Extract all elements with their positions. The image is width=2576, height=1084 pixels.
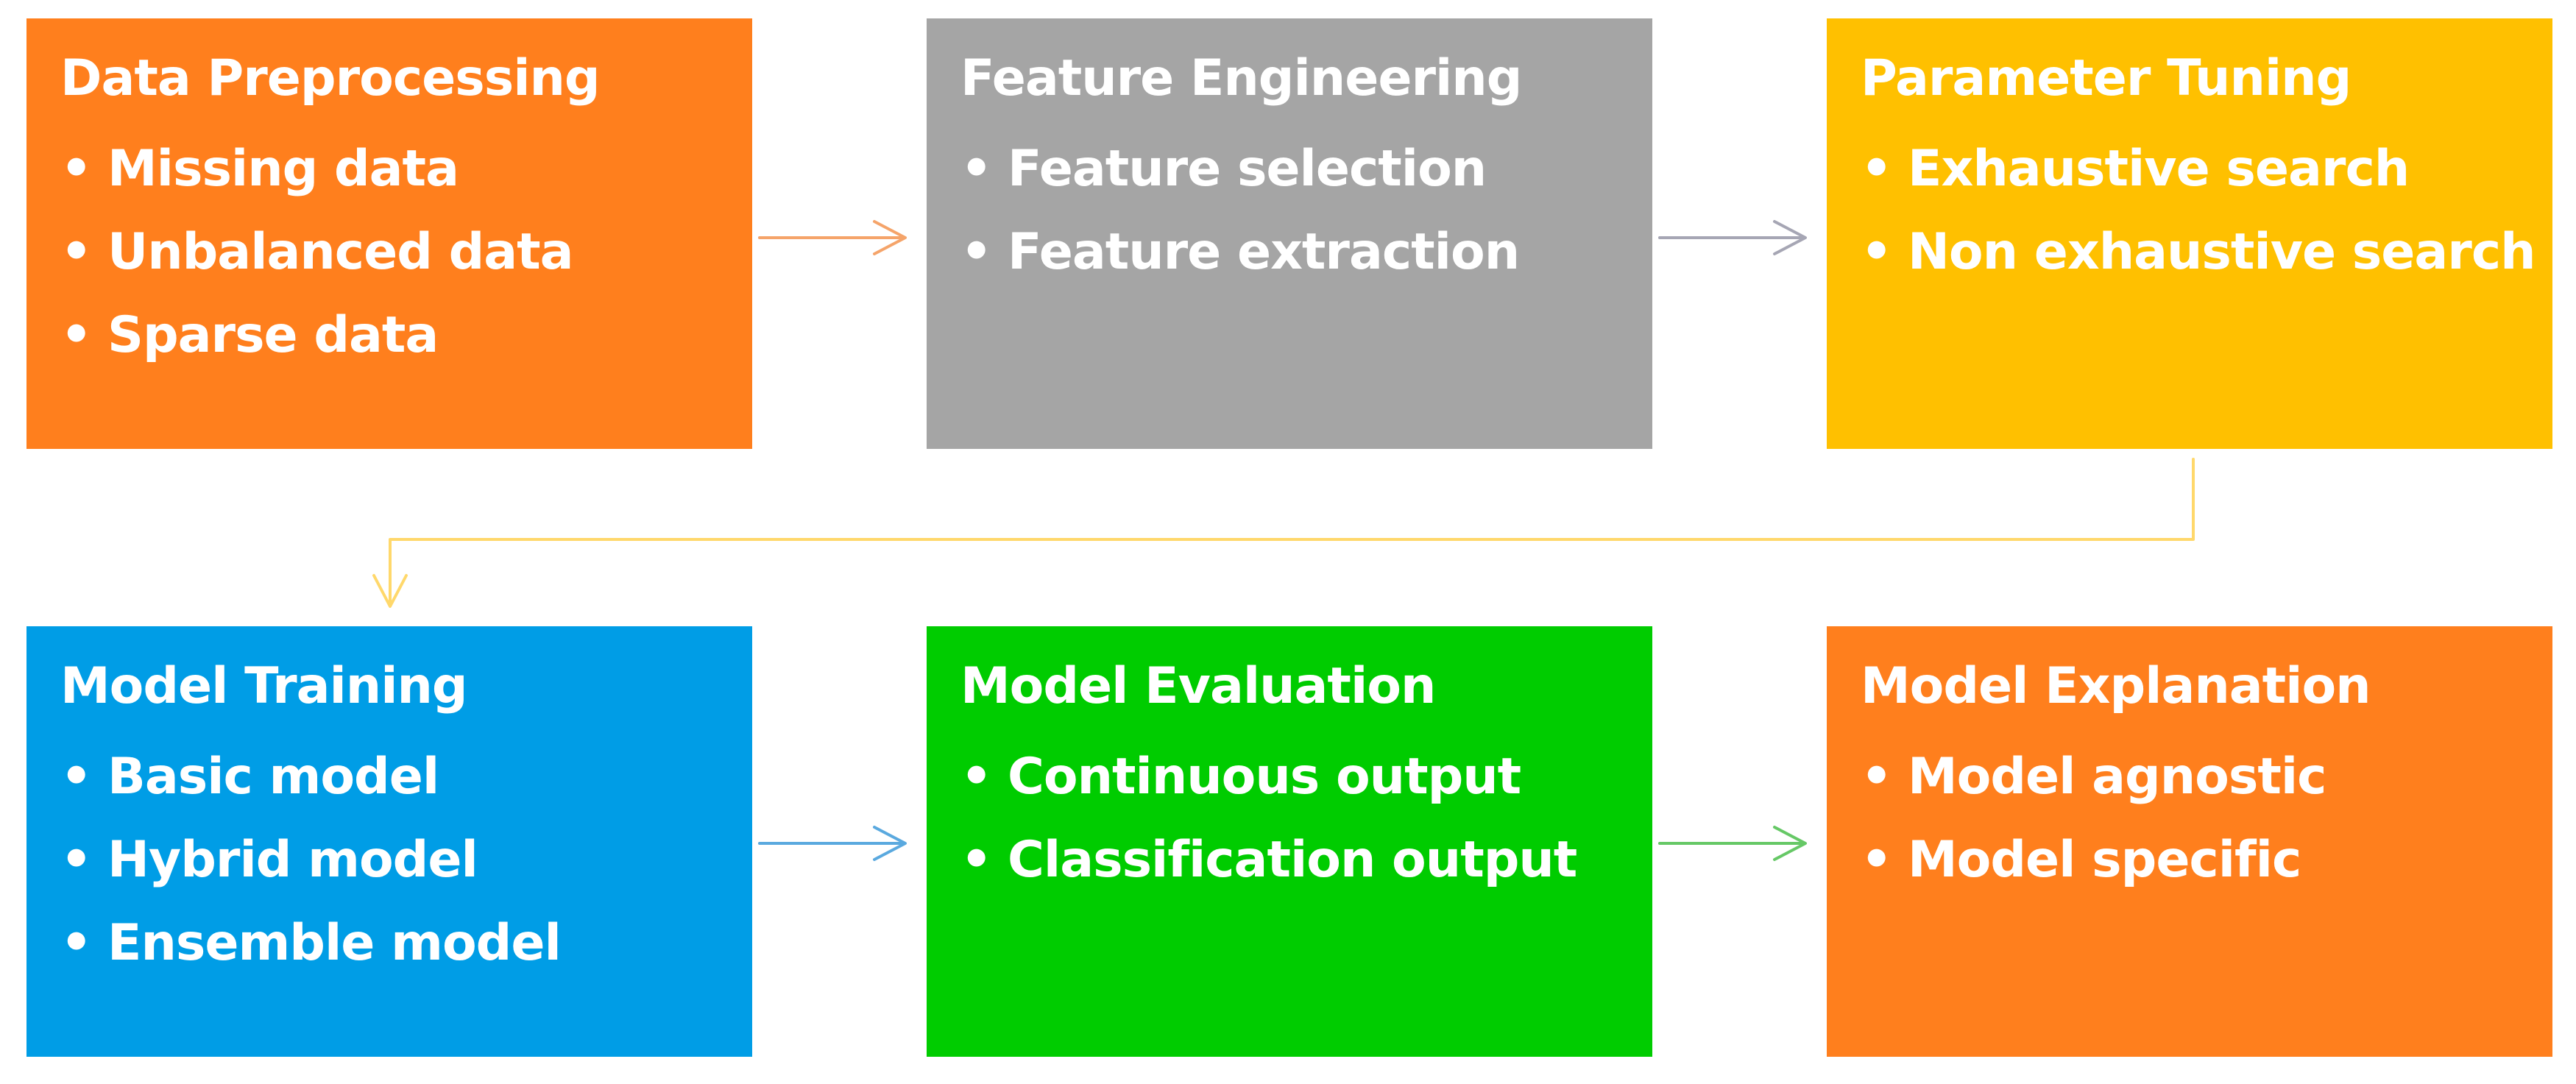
bullet-icon: •: [1861, 831, 1892, 889]
bullet-icon: •: [1861, 223, 1892, 281]
stage-item-label: Model agnostic: [1908, 748, 2326, 806]
stage-item-label: Hybrid model: [107, 831, 478, 889]
stage-item: • Unbalanced data: [60, 210, 752, 294]
arrow-model-evaluation-to-model-explanation: [1658, 826, 1807, 861]
arrow-parameter-tuning-to-model-training: [372, 458, 2195, 608]
arrow-model-training-to-model-evaluation: [758, 826, 907, 861]
stage-item: • Feature selection: [960, 127, 1652, 210]
stage-item: • Feature extraction: [960, 210, 1652, 294]
stage-item: • Model agnostic: [1861, 735, 2552, 818]
stage-parameter-tuning: Parameter Tuning • Exhaustive search • Non…: [1827, 18, 2552, 449]
bullet-icon: •: [60, 831, 92, 889]
stage-item-label: Continuous output: [1008, 748, 1521, 806]
stage-item-label: Feature extraction: [1008, 223, 1520, 281]
bullet-icon: •: [60, 748, 92, 806]
stage-title: Feature Engineering: [960, 49, 1522, 107]
stage-model-explanation: Model Explanation • Model agnostic • Model…: [1827, 626, 2552, 1057]
stage-item-label: Sparse data: [107, 306, 439, 364]
stage-item-list: • Feature selection • Feature extraction: [960, 127, 1652, 294]
stage-item: • Ensemble model: [60, 901, 752, 985]
stage-item: • Missing data: [60, 127, 752, 210]
stage-item-label: Unbalanced data: [107, 223, 574, 281]
stage-item-list: • Exhaustive search • Non exhaustive searc…: [1861, 127, 2552, 294]
stage-item-label: Basic model: [107, 748, 439, 806]
stage-item: • Hybrid model: [60, 818, 752, 901]
stage-item-label: Feature selection: [1008, 140, 1487, 198]
stage-title: Model Explanation: [1861, 657, 2371, 715]
stage-title: Model Evaluation: [960, 657, 1436, 715]
stage-title: Parameter Tuning: [1861, 49, 2352, 107]
stage-item-list: • Model agnostic • Model specific: [1861, 735, 2552, 901]
stage-item: • Continuous output: [960, 735, 1652, 818]
stage-item: • Classification output: [960, 818, 1652, 901]
stage-item-list: • Missing data • Unbalanced data • Sparse d…: [60, 127, 752, 377]
stage-item-label: Missing data: [107, 140, 459, 198]
stage-item: • Model specific: [1861, 818, 2552, 901]
bullet-icon: •: [960, 223, 992, 281]
bullet-icon: •: [60, 914, 92, 972]
arrow-preprocessing-to-feature-engineering: [758, 220, 907, 255]
stage-item-label: Exhaustive search: [1908, 140, 2410, 198]
stage-title: Model Training: [60, 657, 468, 715]
stage-title: Data Preprocessing: [60, 49, 601, 107]
stage-item: • Exhaustive search: [1861, 127, 2552, 210]
bullet-icon: •: [60, 140, 92, 198]
stage-item-label: Model specific: [1908, 831, 2301, 889]
stage-item: • Sparse data: [60, 294, 752, 377]
stage-model-training: Model Training • Basic model • Hybrid mode…: [26, 626, 752, 1057]
stage-model-evaluation: Model Evaluation • Continuous output • Cla…: [927, 626, 1652, 1057]
stage-item: • Basic model: [60, 735, 752, 818]
arrow-feature-engineering-to-parameter-tuning: [1658, 220, 1807, 255]
bullet-icon: •: [960, 140, 992, 198]
stage-item-label: Ensemble model: [107, 914, 562, 972]
bullet-icon: •: [1861, 140, 1892, 198]
stage-item-label: Non exhaustive search: [1908, 223, 2536, 281]
bullet-icon: •: [60, 306, 92, 364]
stage-item-label: Classification output: [1008, 831, 1577, 889]
bullet-icon: •: [1861, 748, 1892, 806]
stage-feature-engineering: Feature Engineering • Feature selection •…: [927, 18, 1652, 449]
bullet-icon: •: [960, 748, 992, 806]
stage-data-preprocessing: Data Preprocessing • Missing data • Unbala…: [26, 18, 752, 449]
stage-item-list: • Continuous output • Classification outpu…: [960, 735, 1652, 901]
bullet-icon: •: [960, 831, 992, 889]
bullet-icon: •: [60, 223, 92, 281]
stage-item-list: • Basic model • Hybrid model • Ensemble mod…: [60, 735, 752, 985]
stage-item: • Non exhaustive search: [1861, 210, 2552, 294]
